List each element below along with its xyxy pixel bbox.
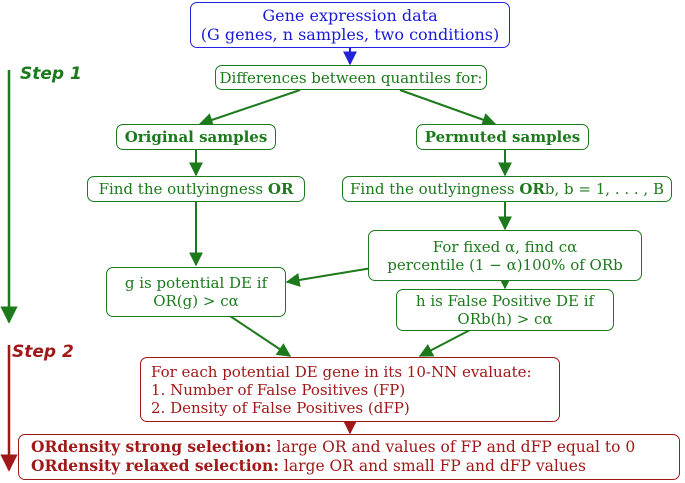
permuted-samples-box: Permuted samples (416, 124, 589, 150)
fixed-alpha-box: For fixed α, find cα percentile (1 − α)1… (368, 230, 642, 281)
selection-box: ORdensity strong selection: large OR and… (18, 434, 680, 480)
arrow-falsepos-to-evaluate (418, 329, 471, 357)
gene-data-box: Gene expression data (G genes, n samples… (190, 2, 510, 48)
original-samples-box: Original samples (116, 124, 276, 150)
arrow-diff-to-original (198, 89, 301, 127)
find-or-box: Find the outlyingness OR (87, 176, 305, 202)
arrow-diff-to-permuted (399, 89, 497, 127)
arrow-potential-to-evaluate (229, 315, 292, 357)
quantile-diff-box: Differences between quantiles for: (215, 65, 487, 90)
potential-de-box: g is potential DE if OR(g) > cα (106, 267, 286, 317)
evaluate-box: For each potential DE gene in its 10-NN … (140, 357, 560, 422)
arrow-alpha-to-potential (285, 267, 373, 287)
false-positive-box: h is False Positive DE if ORb(h) > cα (396, 289, 614, 331)
step1-label: Step 1 (20, 64, 82, 84)
step2-label: Step 2 (12, 342, 74, 362)
